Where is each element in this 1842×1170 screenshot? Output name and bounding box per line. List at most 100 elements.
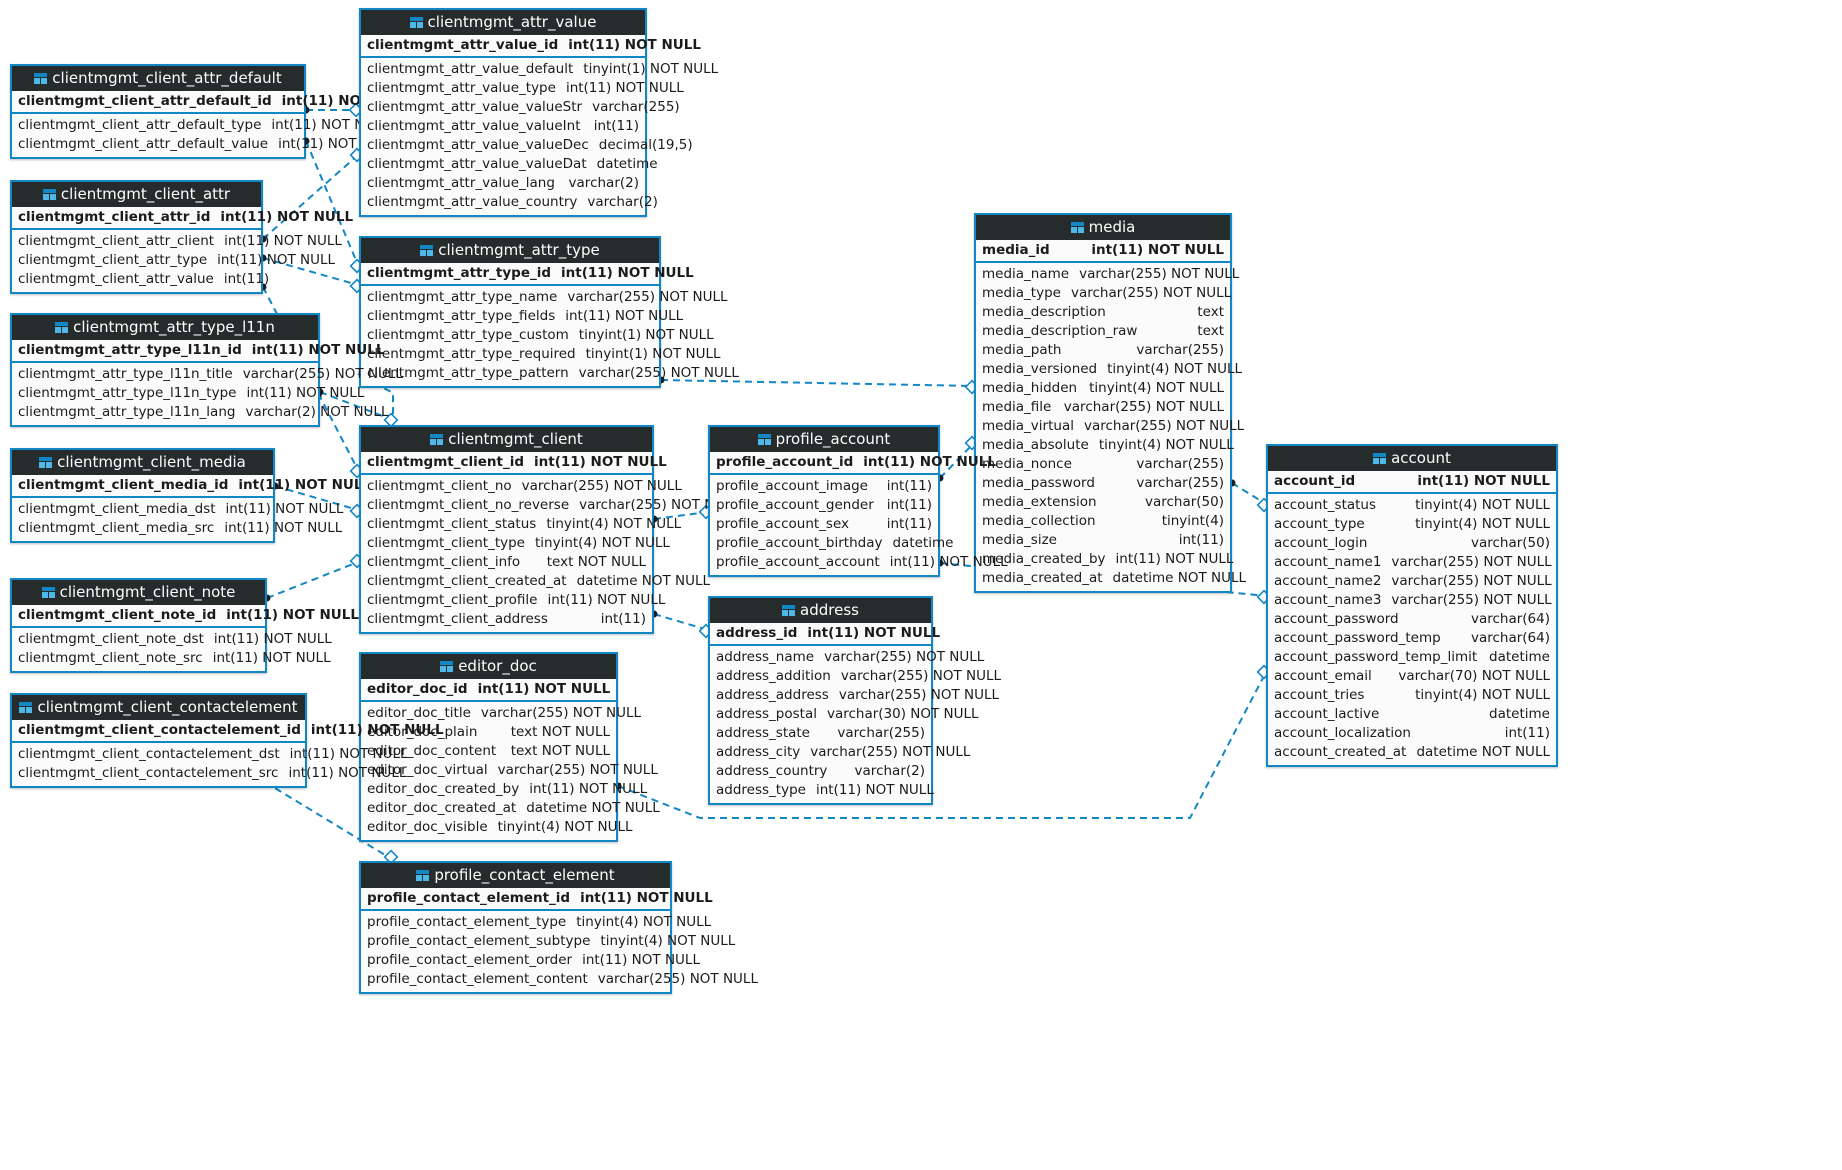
table-profile_contact_element[interactable]: profile_contact_element profile_contact_e… (359, 861, 758, 994)
table-header-address[interactable]: address (710, 598, 931, 623)
table-header-editor_doc[interactable]: editor_doc (361, 654, 616, 679)
table-header-clientmgmt_client_media[interactable]: clientmgmt_client_media (12, 450, 273, 475)
table-clientmgmt_attr_type[interactable]: clientmgmt_attr_type clientmgmt_attr_type… (359, 236, 739, 388)
table-header-clientmgmt_client[interactable]: clientmgmt_client (361, 427, 652, 452)
table-header-profile_account[interactable]: profile_account (710, 427, 938, 452)
table-header-media[interactable]: media (976, 215, 1230, 240)
table-header-clientmgmt_attr_value[interactable]: clientmgmt_attr_value (361, 10, 645, 35)
table-header-clientmgmt_attr_type_l11n[interactable]: clientmgmt_attr_type_l11n (12, 315, 318, 340)
table-header-account[interactable]: account (1268, 446, 1556, 471)
table-header-clientmgmt_attr_type[interactable]: clientmgmt_attr_type (361, 238, 659, 263)
table-header-clientmgmt_client_attr_default[interactable]: clientmgmt_client_attr_default (12, 66, 304, 91)
table-header-profile_contact_element[interactable]: profile_contact_element (361, 863, 670, 888)
